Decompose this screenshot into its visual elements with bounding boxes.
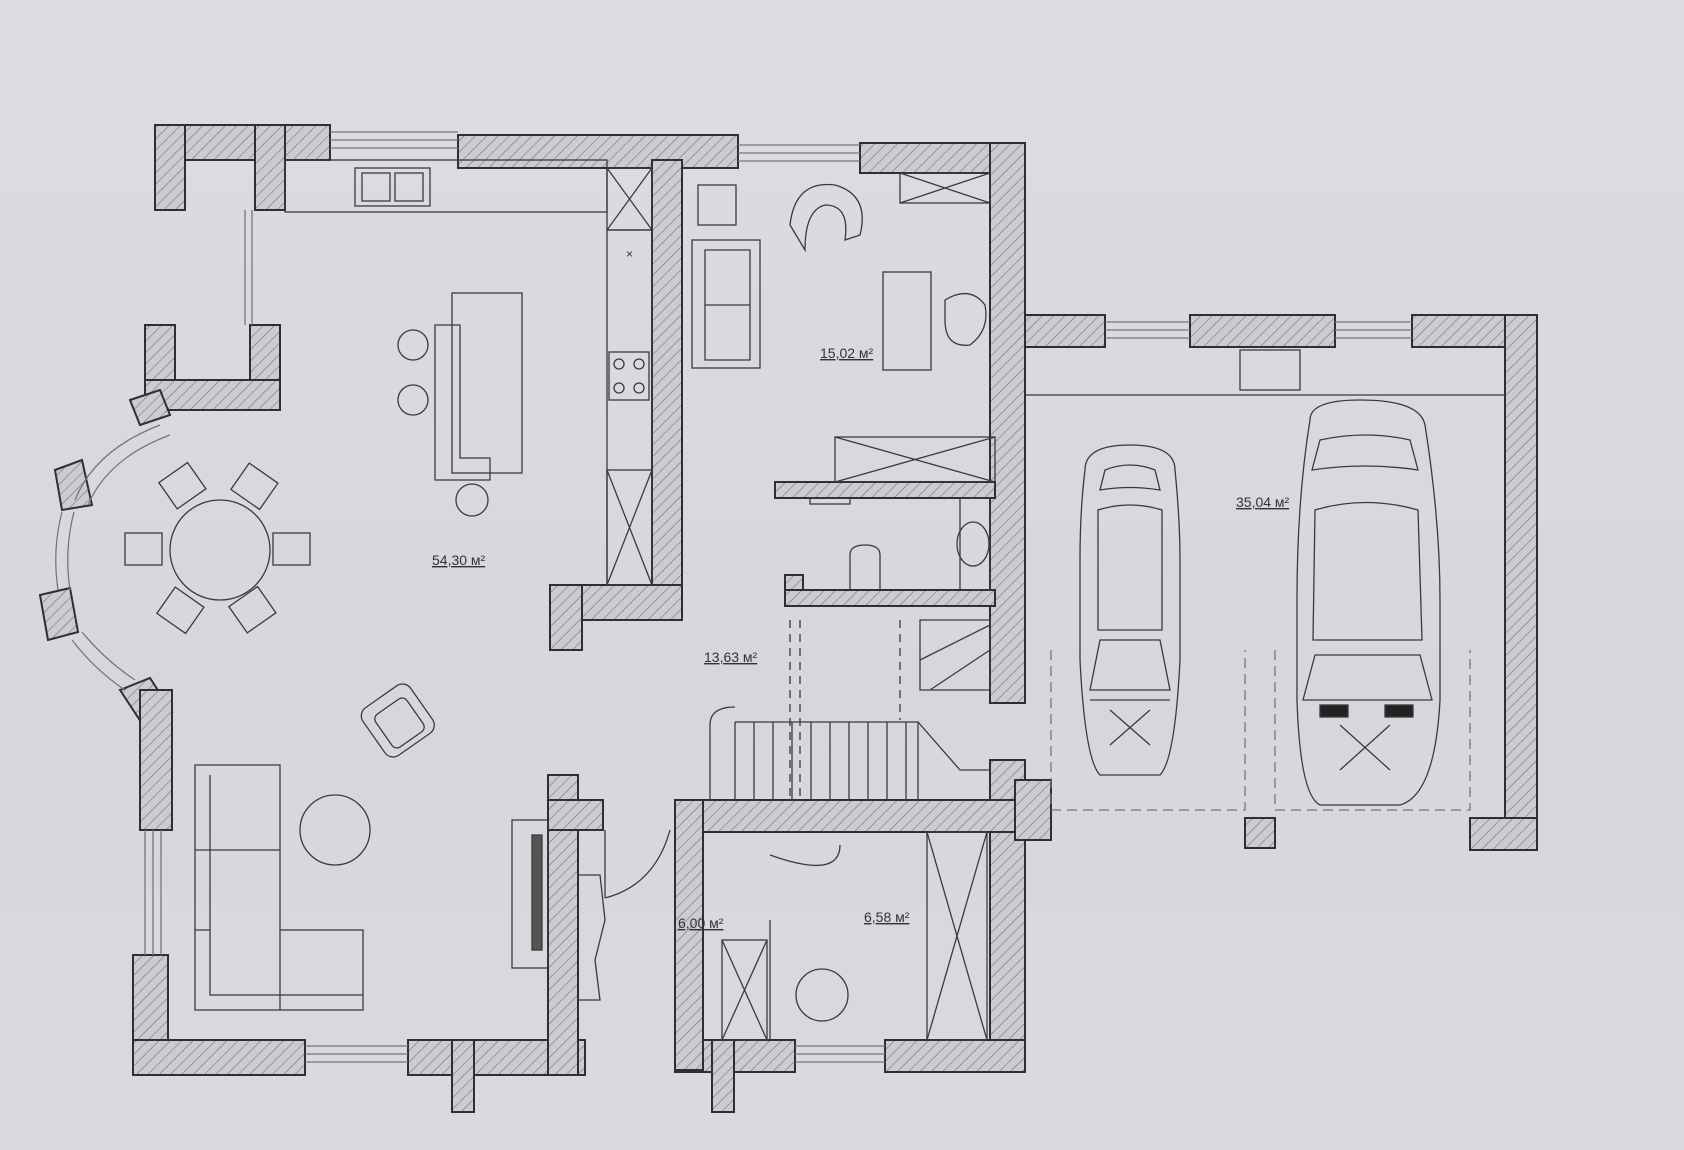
svg-text:×: × [626, 247, 633, 261]
room-area-garage: 35,04 м² [1236, 494, 1290, 510]
interior-lines: × [124, 159, 1505, 1041]
dining-table [169, 499, 271, 601]
armchair-icon [360, 683, 435, 758]
room-area-vestibule: 6,00 м² [678, 915, 724, 931]
room-area-hall: 13,63 м² [704, 649, 758, 665]
garage-sink-icon [1239, 349, 1301, 391]
room-area-study: 15,02 м² [820, 345, 874, 361]
armchair-icon [789, 183, 863, 253]
kitchen-sink-icon [354, 167, 431, 207]
windows [55, 131, 1412, 1063]
cooktop-icon [608, 351, 650, 401]
sofa [194, 764, 364, 1011]
car-right [1296, 399, 1441, 806]
walls [38, 124, 1538, 1113]
car-left [1079, 444, 1181, 776]
room-area-living-kitchen: 54,30 м² [432, 552, 486, 568]
area-labels: 54,30 м² 15,02 м² 13,63 м² 35,04 м² 6,00… [432, 345, 1290, 931]
room-area-office: 6,58 м² [864, 909, 910, 925]
